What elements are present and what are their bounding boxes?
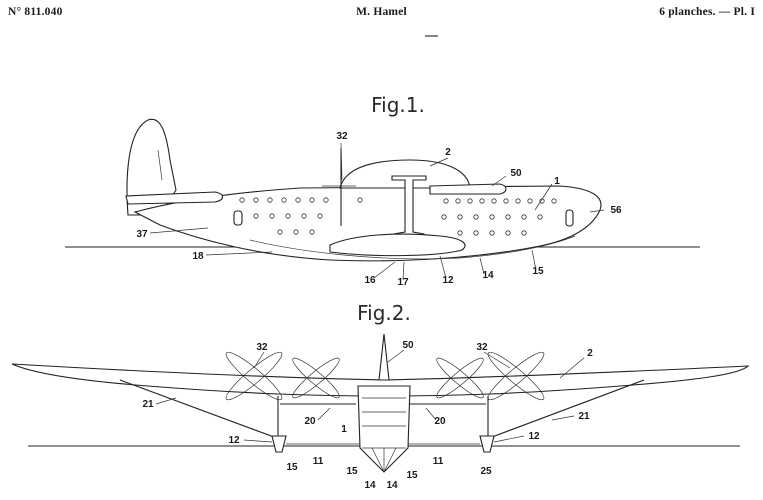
fig2-label-11-left: 11 (313, 456, 324, 467)
fig2-label-20-left: 20 (304, 416, 316, 427)
fig1-label-37: 37 (136, 229, 148, 240)
fig2-label-21-left: 21 (142, 399, 154, 410)
inventor-name: M. Hamel (356, 6, 407, 18)
fig1-label-32: 32 (336, 131, 348, 142)
fig2-label-12-right: 12 (528, 431, 540, 442)
fig1-label-18: 18 (192, 251, 204, 262)
fig2-label-32-left: 32 (256, 342, 268, 353)
fig1-label-56: 56 (610, 205, 622, 216)
fig2-label-12-left: 12 (228, 435, 240, 446)
fig1-keel (249, 235, 576, 260)
fig2-fuselage-details (362, 397, 406, 473)
fig1-label-50: 50 (510, 168, 522, 179)
fig2-label-1: 1 (341, 424, 347, 435)
fig2-label-2: 2 (587, 348, 593, 359)
fig2-struts (119, 379, 645, 441)
fig2-label-20-right: 20 (434, 416, 446, 427)
fig1-label-15: 15 (532, 266, 544, 277)
fig1-upper-wing (339, 159, 471, 189)
fig2-propellers-right (436, 351, 545, 401)
fig1-title: Fig.1. (371, 93, 425, 117)
fig1-label-2: 2 (445, 147, 451, 158)
fig2-label-15-left: 15 (286, 462, 298, 473)
fig1-tail-fin (126, 118, 177, 216)
fig1-label-12: 12 (442, 275, 454, 286)
fig2-label-15-center: 15 (346, 466, 358, 477)
fig2-fuselage (357, 385, 411, 473)
fig2-label-32-right: 32 (476, 342, 488, 353)
fig2-propellers-left (225, 351, 340, 401)
fig2-label-14-right: 14 (386, 480, 398, 491)
figure-2: Fig.2. (11, 301, 750, 491)
fig1-window-row-middle (253, 213, 543, 220)
fig1-label-16: 16 (364, 275, 376, 286)
fig2-label-15-right: 15 (406, 470, 418, 481)
fig1-nose-hatch (565, 209, 574, 227)
fig2-label-11-right: 11 (433, 456, 444, 467)
fig2-tail-fin (378, 333, 390, 381)
fig2-label-14-left: 14 (364, 480, 376, 491)
figure-1: Fig.1. (65, 93, 700, 288)
fig1-window-row-lower (277, 229, 527, 236)
fig2-title: Fig.2. (357, 301, 411, 325)
sheet-count: 6 planches. — Pl. I (659, 6, 755, 18)
fig1-label-1: 1 (554, 176, 560, 187)
fig1-sponson (329, 233, 466, 257)
fig2-label-25: 25 (480, 466, 492, 477)
fig1-window-row-upper (239, 197, 557, 204)
fig2-float-right (479, 435, 495, 453)
fig1-door (233, 210, 243, 226)
fig2-leader-lines (155, 349, 585, 443)
fig1-label-14: 14 (482, 270, 494, 281)
fig1-stabilizer (125, 191, 224, 205)
fig1-label-17: 17 (397, 277, 409, 288)
fig2-label-21-right: 21 (578, 411, 590, 422)
patent-number: N° 811.040 (8, 6, 63, 18)
fig1-engine-nacelle (429, 183, 507, 195)
fig2-float-left (271, 435, 287, 453)
fig2-label-50: 50 (402, 340, 414, 351)
fig1-hull (133, 185, 602, 262)
fig1-leader-lines (149, 142, 605, 281)
fig1-rudder-line (157, 149, 163, 181)
